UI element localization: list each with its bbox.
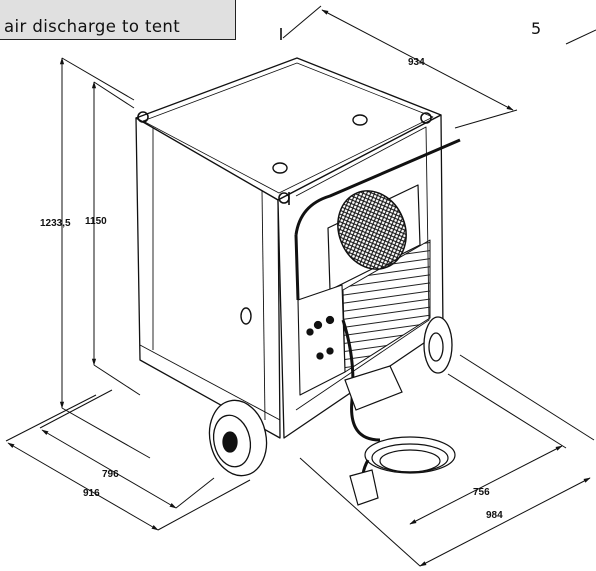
dim-width-top: 934	[408, 57, 425, 68]
wheels	[208, 316, 453, 477]
plug	[349, 469, 379, 506]
unit-body	[135, 28, 461, 439]
dim-width-total: 984	[486, 510, 503, 521]
control-panel	[297, 284, 346, 396]
page-number: 5	[531, 19, 542, 38]
foot-pedal	[344, 365, 403, 411]
callout-leader	[565, 29, 596, 45]
callout-label: air discharge to tent	[4, 17, 181, 36]
dim-height-total: 1233,5	[40, 218, 71, 229]
dim-line-width-top	[321, 9, 514, 111]
side-panel	[135, 117, 281, 439]
callout-box: air discharge to tent	[0, 0, 236, 40]
dim-line-depth-total	[7, 442, 159, 531]
dim-depth-total: 916	[83, 488, 100, 499]
cable-and-pedal	[341, 319, 456, 506]
dim-line-width-total	[419, 477, 591, 567]
dim-depth-body: 796	[102, 469, 119, 480]
dimension-lines	[5, 5, 595, 567]
dim-height-body: 1150	[85, 216, 107, 227]
dim-width-body: 756	[473, 487, 490, 498]
